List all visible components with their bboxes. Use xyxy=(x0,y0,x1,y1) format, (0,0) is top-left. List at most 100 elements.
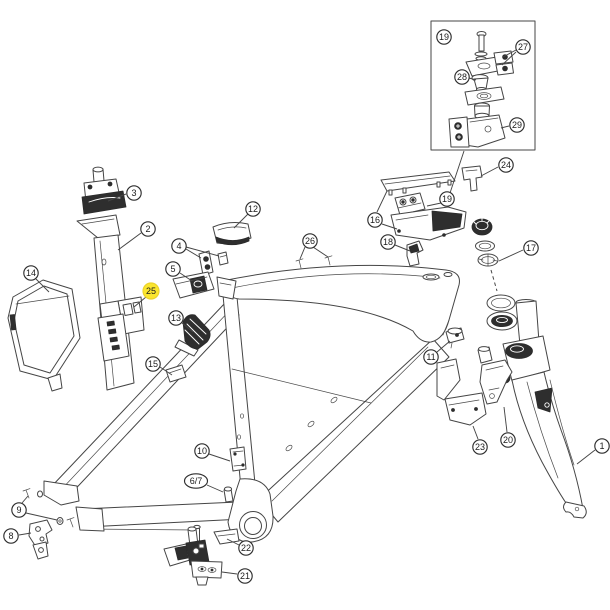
callout-22: 22 xyxy=(226,538,254,556)
callout-bubble-4 xyxy=(171,238,187,254)
callout-number-18: 18 xyxy=(383,237,393,247)
callout-bubble-12 xyxy=(245,201,261,217)
callout-number-22: 22 xyxy=(241,543,251,553)
callout-6-7: 6/7 xyxy=(183,473,224,493)
leader-line-14 xyxy=(35,278,50,293)
callout-bubble-17 xyxy=(523,240,539,256)
junction-parts-4 xyxy=(198,250,229,276)
callout-bubble-10 xyxy=(194,443,210,459)
bb-unit-21 xyxy=(163,526,223,586)
callout-number-4: 4 xyxy=(176,241,181,251)
leader-line-15 xyxy=(159,366,173,376)
callout-bubble-27 xyxy=(515,39,531,55)
mast-clamp-cover-25 xyxy=(97,296,145,362)
seat-cluster xyxy=(216,276,237,300)
stem-reference-box xyxy=(430,20,536,151)
callout-number-23: 23 xyxy=(475,442,485,452)
callout-29: 29 xyxy=(500,117,525,133)
callout-11: 11 xyxy=(423,340,451,365)
leader-line-4 xyxy=(185,246,220,257)
callout-bubble-2 xyxy=(140,221,156,237)
callout-bubble-6-7 xyxy=(183,473,209,489)
callout-number-25: 25 xyxy=(146,286,156,296)
leader-line-13 xyxy=(181,322,194,333)
headset-bearings xyxy=(471,218,518,331)
cable-guide-23 xyxy=(436,358,487,426)
callout-number-14: 14 xyxy=(26,268,36,278)
bottom-bracket xyxy=(193,478,274,545)
leader-line-16 xyxy=(381,223,398,230)
steerer-expander-20 xyxy=(477,346,513,405)
seat-tube-door xyxy=(229,446,247,472)
cockpit-top-plate-16 xyxy=(380,171,456,196)
callout-number-19: 19 xyxy=(442,194,452,204)
callout-bubble-8 xyxy=(3,528,19,544)
leader-line-16 xyxy=(376,190,388,213)
callout-13: 13 xyxy=(168,310,194,333)
callout-bubble-13 xyxy=(168,310,184,326)
axle-hardware xyxy=(22,488,75,560)
fork xyxy=(502,299,587,519)
top-tube-cover-12 xyxy=(212,222,252,246)
callout-bubble-26 xyxy=(302,233,318,249)
leader-line-21 xyxy=(221,571,238,575)
steerer-clamp-24 xyxy=(461,165,483,192)
callout-number-26: 26 xyxy=(305,236,315,246)
callout-1: 1 xyxy=(576,438,610,465)
down-tube xyxy=(258,338,450,523)
leader-line-9 xyxy=(21,495,29,504)
bracket-18 xyxy=(406,240,424,267)
callout-19: 19 xyxy=(426,150,465,207)
leader-line-19 xyxy=(449,150,465,194)
callout-12: 12 xyxy=(233,201,261,229)
callout-23: 23 xyxy=(472,425,488,455)
callout-bubble-9 xyxy=(11,502,27,518)
callout-bubble-28 xyxy=(454,69,470,85)
callout-8: 8 xyxy=(3,528,32,544)
leader-line-3 xyxy=(107,193,127,202)
leader-line-25 xyxy=(133,296,147,308)
leader-line-28 xyxy=(468,77,477,81)
callout-layer: 123456/789101112131415161718191920212223… xyxy=(3,29,610,584)
callout-number-1: 1 xyxy=(599,441,604,451)
leader-line-8 xyxy=(18,532,32,536)
callout-4: 4 xyxy=(171,238,220,259)
callout-bubble-11 xyxy=(423,349,439,365)
leader-line-29 xyxy=(500,125,510,129)
callout-18: 18 xyxy=(380,234,411,252)
callout-number-28: 28 xyxy=(457,72,467,82)
leader-line-26 xyxy=(312,246,329,258)
leader-line-4 xyxy=(185,248,202,259)
callout-number-11: 11 xyxy=(426,352,435,362)
callout-bubble-29 xyxy=(509,117,525,133)
callout-number-2: 2 xyxy=(145,224,150,234)
callout-21: 21 xyxy=(221,568,253,584)
callout-number-6-7: 6/7 xyxy=(190,476,203,486)
callout-bubble-14 xyxy=(23,265,39,281)
callout-bubble-21 xyxy=(237,568,253,584)
leader-line-27 xyxy=(501,51,517,66)
headtube-cap-11 xyxy=(445,327,465,349)
callout-28: 28 xyxy=(454,69,477,85)
stay-clamp xyxy=(165,364,187,383)
callout-16: 16 xyxy=(367,190,398,230)
bb-guide-22 xyxy=(213,528,240,545)
callout-3: 3 xyxy=(107,185,142,202)
callout-bubble-25 xyxy=(142,282,160,300)
callout-5: 5 xyxy=(165,261,193,282)
leader-line-20 xyxy=(503,406,508,433)
callout-bubble-24 xyxy=(498,157,514,173)
callout-17: 17 xyxy=(498,240,539,262)
callout-bubble-19 xyxy=(439,191,455,207)
storage-box xyxy=(7,279,81,392)
callout-bubble-15 xyxy=(145,356,161,372)
derailleur-hanger-8 xyxy=(28,519,53,548)
leader-line-27 xyxy=(502,49,517,58)
callout-bubble-5 xyxy=(165,261,181,277)
callout-number-12: 12 xyxy=(248,204,258,214)
callout-number-10: 10 xyxy=(197,446,207,456)
stem-assembly-19 xyxy=(394,192,426,216)
callout-20: 20 xyxy=(500,406,516,448)
